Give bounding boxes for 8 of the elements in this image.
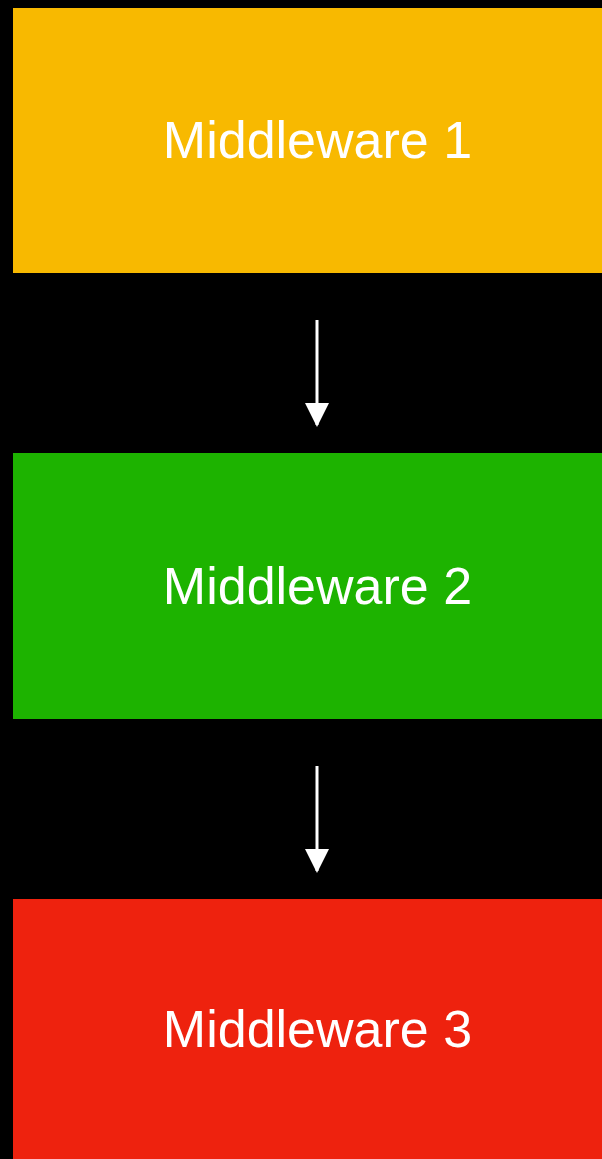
box-label: Middleware 2 [162, 555, 473, 617]
box-label: Middleware 1 [162, 110, 473, 171]
arrow [305, 766, 329, 873]
arrow [305, 320, 329, 427]
process-box [13, 899, 602, 1159]
process-box [13, 453, 602, 719]
process-box [13, 8, 602, 273]
box-label: Middleware 3 [162, 998, 473, 1060]
